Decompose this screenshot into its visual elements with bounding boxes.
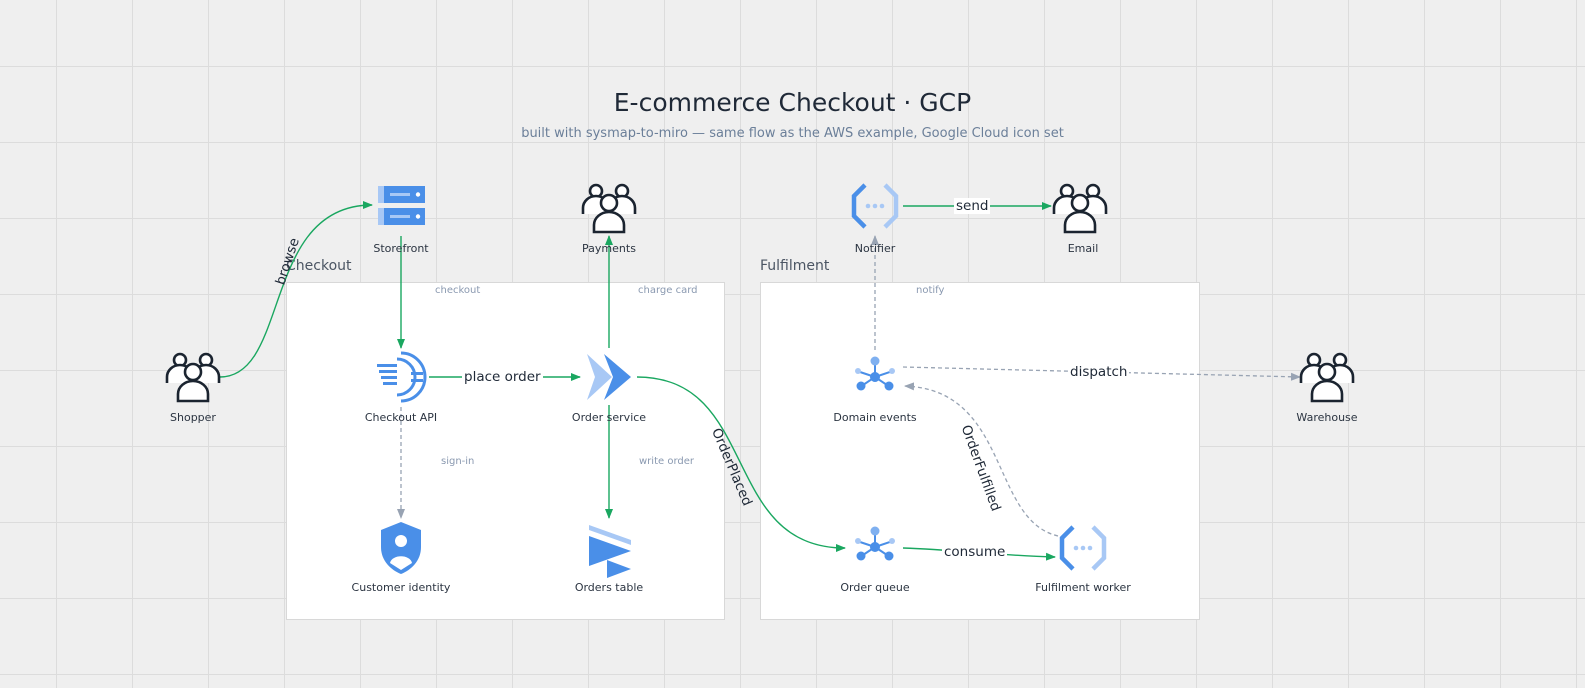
node-label-customer-identity: Customer identity	[351, 581, 451, 594]
zone-label-write-order: write order	[639, 456, 694, 467]
firestore-icon	[589, 525, 631, 578]
node-label-payments: Payments	[582, 242, 636, 255]
group-fulfilment-title: Fulfilment	[760, 258, 830, 274]
node-label-notifier: Notifier	[854, 242, 896, 255]
node-label-storefront: Storefront	[373, 242, 429, 255]
zone-label-notify: notify	[916, 285, 945, 296]
edge-label-dispatch: dispatch	[1068, 364, 1130, 380]
node-label-order-queue: Order queue	[840, 581, 910, 594]
edge-label-send: send	[954, 198, 991, 214]
node-label-fulfilment-worker: Fulfilment worker	[1035, 581, 1131, 594]
group-checkout-title: Checkout	[286, 258, 352, 274]
edge-order-placed[interactable]	[636, 376, 846, 552]
diagram-title: E-commerce Checkout · GCP	[613, 88, 972, 117]
edge-order-fulfilled[interactable]	[904, 382, 1059, 537]
edge-label-place-order: place order	[462, 369, 543, 385]
node-label-domain-events: Domain events	[833, 411, 917, 424]
compute-engine-icon	[378, 186, 425, 225]
edge-label-consume: consume	[942, 544, 1008, 560]
zone-label-charge-card: charge card	[638, 285, 698, 296]
cloud-run-icon	[587, 354, 631, 400]
node-label-order-service: Order service	[571, 411, 647, 424]
group-fulfilment[interactable]	[760, 282, 1200, 620]
diagram-subtitle: built with sysmap-to-miro — same flow as…	[521, 126, 1064, 141]
group-checkout[interactable]	[286, 282, 725, 620]
zone-label-checkout: checkout	[435, 285, 481, 296]
node-label-checkout-api: Checkout API	[364, 411, 438, 424]
edge-browse[interactable]	[219, 201, 373, 378]
zone-label-sign-in: sign-in	[441, 456, 475, 467]
node-label-email: Email	[1067, 242, 1099, 255]
node-label-warehouse: Warehouse	[1296, 411, 1358, 424]
identity-platform-icon	[381, 522, 421, 574]
node-label-orders-table: Orders table	[574, 581, 644, 594]
node-label-shopper: Shopper	[170, 411, 216, 424]
api-gateway-icon	[377, 351, 427, 403]
